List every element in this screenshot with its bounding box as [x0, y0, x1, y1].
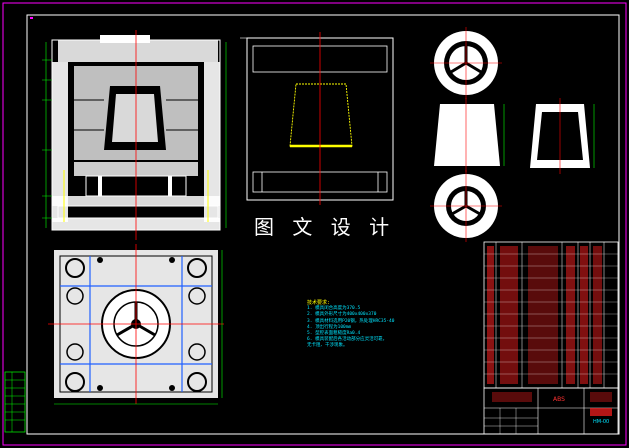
part-top-view — [430, 27, 502, 99]
watermark-text: 图 文 设 计 — [254, 215, 396, 239]
part-section-view — [530, 98, 595, 174]
sheet-inner-border — [26, 14, 620, 435]
bill-of-materials — [483, 241, 619, 389]
note-line: 6. 模具装配后各活动部分应灵活可靠， — [307, 337, 388, 343]
note-line: 3. 模具材料选用P20钢，热处理HRC35-40 — [307, 318, 395, 324]
technical-notes: 技术要求: 1. 模具闭合高度为370.5 2. 模具外形尺寸为400x400x… — [307, 300, 394, 350]
part-outline — [289, 83, 353, 147]
note-line: 5. 型腔表面粗糙度Ra0.4 — [307, 331, 361, 337]
note-line: 1. 模具闭合高度为370.5 — [307, 306, 361, 312]
title-block — [483, 387, 619, 435]
mold-section-view — [42, 30, 227, 240]
material-label: ABS — [553, 396, 565, 403]
part-bottom-view — [430, 170, 502, 242]
note-line: 4. 顶出行程为100mm — [307, 324, 352, 330]
part-code-label: HM-00 — [593, 419, 610, 425]
revision-strip — [4, 371, 26, 433]
note-line: 2. 模具外形尺寸为400x400x370 — [307, 312, 377, 318]
notes-title: 技术要求: — [307, 300, 331, 306]
note-line: 无卡阻、干涉现象。 — [307, 343, 348, 349]
mold-plan-view — [48, 244, 224, 405]
mold-open-view — [240, 32, 394, 205]
part-front-view — [434, 98, 505, 172]
